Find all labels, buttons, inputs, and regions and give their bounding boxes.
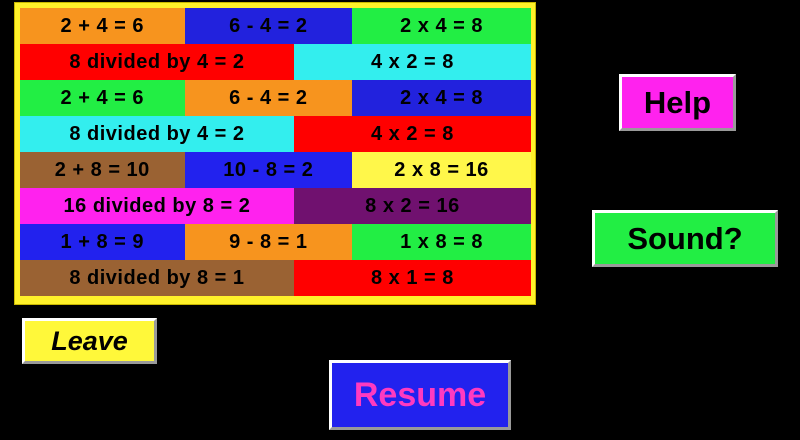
- fact-cell: 8 divided by 4 = 2: [20, 116, 294, 152]
- fact-cell: 8 x 2 = 16: [293, 188, 531, 224]
- fact-cell: 1 x 8 = 8: [352, 224, 531, 260]
- help-button[interactable]: Help: [619, 74, 736, 131]
- fact-cell: 2 + 4 = 6: [20, 8, 185, 44]
- fact-cell: 2 x 8 = 16: [352, 152, 531, 188]
- fact-cell: 4 x 2 = 8: [293, 44, 531, 80]
- fact-cell: 2 + 4 = 6: [20, 80, 185, 116]
- fact-cell: 2 + 8 = 10: [20, 152, 185, 188]
- fact-cell: 1 + 8 = 9: [20, 224, 185, 260]
- fact-cell: 8 divided by 4 = 2: [20, 44, 294, 80]
- leave-button[interactable]: Leave: [22, 318, 157, 364]
- fact-cell: 2 x 4 = 8: [352, 80, 531, 116]
- sound-button[interactable]: Sound?: [592, 210, 778, 267]
- fact-cell: 8 divided by 8 = 1: [20, 260, 294, 296]
- fact-cell: 6 - 4 = 2: [184, 8, 353, 44]
- leave-button-label: Leave: [51, 325, 128, 356]
- fact-cell: 9 - 8 = 1: [184, 224, 353, 260]
- fact-cell: 6 - 4 = 2: [184, 80, 353, 116]
- fact-cell: 4 x 2 = 8: [293, 116, 531, 152]
- fact-cell: 10 - 8 = 2: [184, 152, 353, 188]
- help-button-label: Help: [643, 84, 712, 120]
- resume-button[interactable]: Resume: [329, 360, 511, 430]
- fact-cell: 2 x 4 = 8: [352, 8, 531, 44]
- sound-button-label: Sound?: [627, 220, 743, 256]
- resume-button-label: Resume: [353, 375, 487, 414]
- fact-cell: 16 divided by 8 = 2: [20, 188, 294, 224]
- fact-cell: 8 x 1 = 8: [293, 260, 531, 296]
